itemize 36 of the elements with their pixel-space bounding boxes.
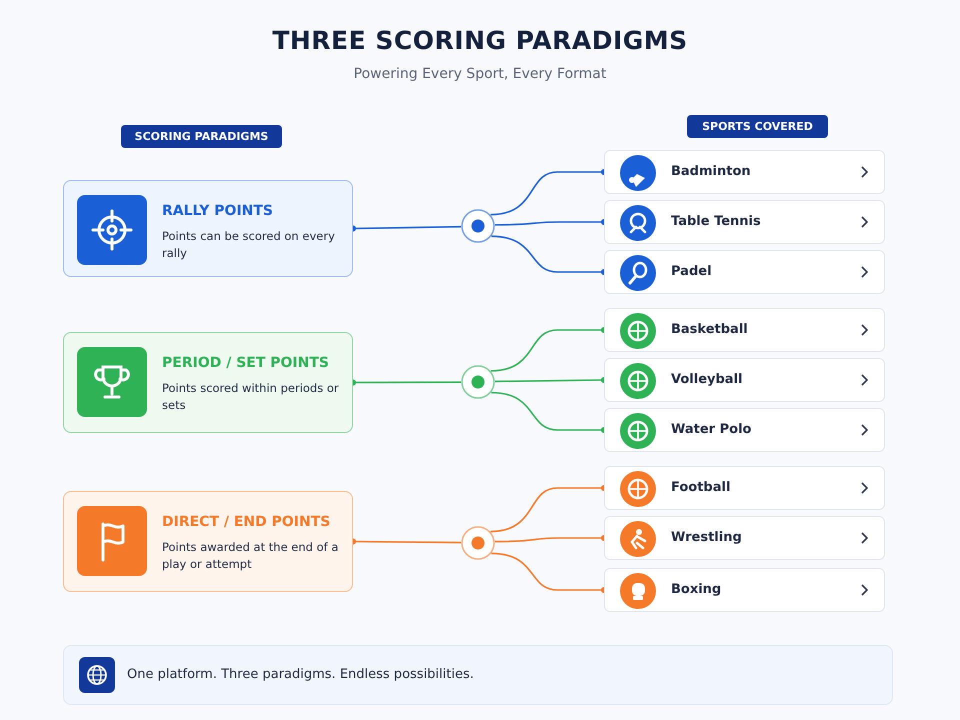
sport-name: Volleyball bbox=[671, 372, 742, 387]
card-description: Points scored within periods or sets bbox=[162, 380, 340, 414]
sport-card bbox=[604, 250, 885, 294]
sport-name: Padel bbox=[671, 264, 712, 279]
card-heading: DIRECT / END POINTS bbox=[162, 514, 330, 530]
paradigm-card bbox=[63, 491, 353, 592]
paradigm-card bbox=[63, 180, 353, 277]
sport-name: Boxing bbox=[671, 582, 722, 597]
sport-card bbox=[604, 408, 885, 452]
sport-name: Football bbox=[671, 480, 730, 495]
hub-circle bbox=[461, 209, 495, 243]
subtitle: Powering Every Sport, Every Format bbox=[352, 66, 608, 82]
sport-card bbox=[604, 466, 885, 510]
paradigm-card bbox=[63, 332, 353, 433]
sport-card bbox=[604, 568, 885, 612]
sport-name: Water Polo bbox=[671, 422, 752, 437]
sport-name: Basketball bbox=[671, 322, 748, 337]
card-heading: PERIOD / SET POINTS bbox=[162, 355, 329, 371]
footer-text: One platform. Three paradigms. Endless possibilities. bbox=[127, 667, 474, 682]
sport-name: Table Tennis bbox=[671, 214, 761, 229]
heading-badge: SPORTS COVERED bbox=[687, 115, 828, 138]
card-heading: RALLY POINTS bbox=[162, 203, 274, 219]
heading-badge: SCORING PARADIGMS bbox=[121, 125, 282, 148]
card-description: Points can be scored on every rally bbox=[162, 228, 336, 262]
sport-card bbox=[604, 308, 885, 352]
sport-card bbox=[604, 516, 885, 560]
sport-card bbox=[604, 358, 885, 402]
sport-name: Wrestling bbox=[671, 530, 742, 545]
sport-card bbox=[604, 150, 885, 194]
sport-card bbox=[604, 200, 885, 244]
hub-circle bbox=[461, 365, 495, 399]
card-description: Points awarded at the end of a play or attempt bbox=[162, 539, 340, 573]
hub-circle bbox=[461, 526, 495, 560]
diagram-title: THREE SCORING PARADIGMS bbox=[271, 26, 689, 55]
sport-name: Badminton bbox=[671, 164, 751, 179]
footer-banner bbox=[63, 645, 893, 705]
